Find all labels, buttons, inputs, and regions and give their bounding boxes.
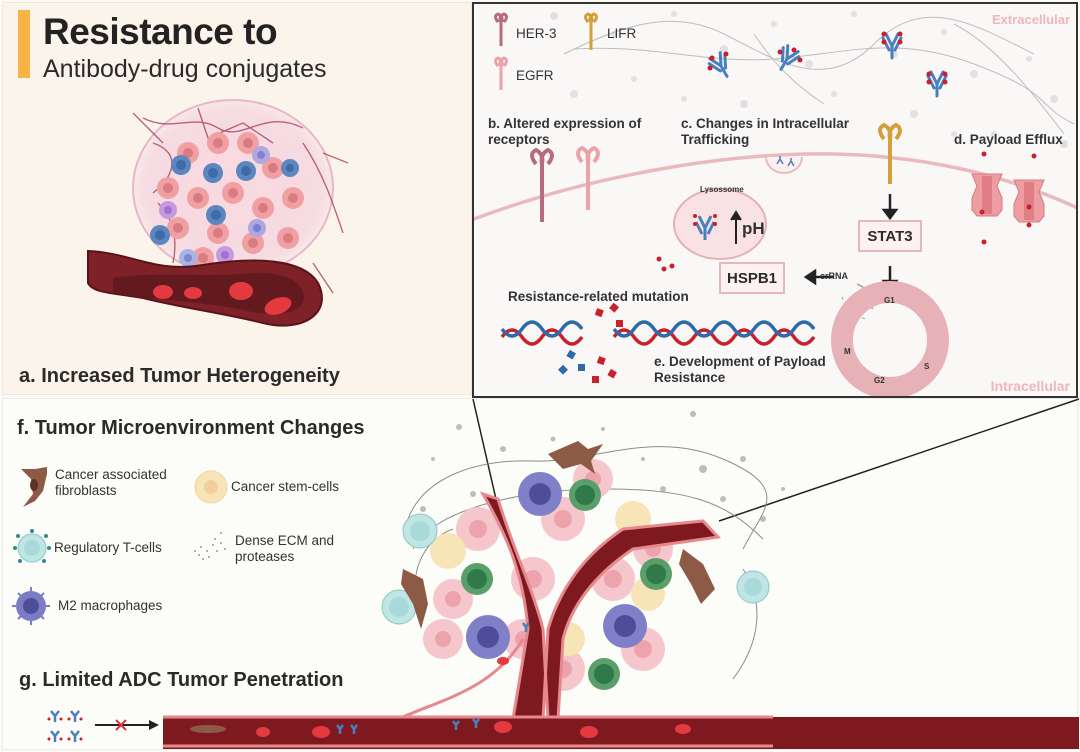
ph-label: pH bbox=[742, 219, 765, 238]
stat3-box: STAT3 bbox=[858, 220, 922, 252]
tme-ecm-particles bbox=[420, 411, 785, 522]
legend-ecm-line1: Dense ECM and bbox=[235, 533, 335, 548]
her3-receptor bbox=[530, 147, 554, 222]
inset-background-art bbox=[474, 11, 1076, 396]
panel-g-label: g. Limited ADC Tumor Penetration bbox=[19, 669, 344, 691]
panel-b-label: b. Altered expression of receptors bbox=[488, 116, 641, 148]
fibroblast-legend-icon bbox=[21, 467, 47, 507]
macrophage-legend-icon bbox=[12, 587, 50, 625]
tme-green-cells bbox=[461, 479, 672, 690]
endocytic-vesicle bbox=[765, 156, 803, 174]
panel-c-label-line1: c. Changes in Intracellular bbox=[681, 116, 850, 131]
legend-caf: Cancer associated fibroblasts bbox=[55, 467, 167, 498]
lifr-legend-icon bbox=[584, 12, 598, 50]
tme-legend-icons bbox=[12, 467, 228, 625]
ecm-legend-icon bbox=[194, 532, 226, 560]
panel-d-label: d. Payload Efflux bbox=[954, 132, 1063, 147]
dna-strands bbox=[500, 320, 816, 346]
crrna-label: crRNA bbox=[820, 271, 849, 281]
panel-c-label-line2: Trafficking bbox=[681, 132, 750, 148]
tme-t-cells bbox=[381, 513, 770, 625]
efflux-pump-2 bbox=[1013, 179, 1045, 223]
cell-cycle-ring bbox=[831, 281, 949, 396]
panel-b-label-line1: b. Altered expression of bbox=[488, 116, 642, 131]
legend-ecm: Dense ECM and proteases bbox=[235, 533, 334, 564]
tme-red-blood-cells bbox=[256, 657, 691, 738]
panel-e-label-line2: Resistance bbox=[654, 370, 726, 386]
panel-f-label: f. Tumor Microenvironment Changes bbox=[17, 417, 365, 439]
red-blood-cells bbox=[153, 282, 292, 315]
efflux-pump-1 bbox=[971, 173, 1003, 217]
tme-vessel-fibroblast bbox=[190, 725, 226, 733]
panel-e-label-line1: e. Development of Payload bbox=[654, 354, 826, 369]
lysosome-adc bbox=[694, 215, 716, 240]
cell-cycle-s: S bbox=[924, 362, 930, 371]
panel-a-tumor-heterogeneity: Resistance to Antibody-drug conjugates bbox=[2, 2, 472, 395]
tumor-illustration bbox=[87, 99, 349, 327]
mutated-bases bbox=[558, 302, 623, 383]
cellular-mechanisms-inset: HER-3 LIFR EGFR Extracellular Intracellu… bbox=[472, 2, 1078, 398]
tme-blood-vessels bbox=[163, 491, 1079, 749]
legend-caf-line1: Cancer associated bbox=[55, 467, 167, 482]
tme-illustration bbox=[47, 398, 1080, 749]
panel-b-label-line2: receptors bbox=[488, 132, 550, 148]
legend-lifr: LIFR bbox=[607, 26, 637, 41]
legend-caf-line2: fibroblasts bbox=[55, 482, 117, 498]
figure-title: Resistance to bbox=[43, 11, 278, 52]
cell-cycle-g2: G2 bbox=[874, 376, 885, 385]
panel-c-label: c. Changes in Intracellular Trafficking bbox=[681, 116, 849, 148]
legend-macrophages: M2 macrophages bbox=[58, 598, 163, 613]
extracellular-label: Extracellular bbox=[991, 12, 1070, 27]
panel-e-label: e. Development of Payload Resistance bbox=[654, 354, 826, 386]
lysosome-label: Lysossome bbox=[700, 185, 744, 194]
tme-vessel-adcs bbox=[336, 622, 530, 734]
adc-antibodies bbox=[707, 32, 948, 98]
legend-treg: Regulatory T-cells bbox=[54, 540, 162, 555]
egfr-legend-icon bbox=[494, 56, 508, 90]
legend-ecm-line2: proteases bbox=[235, 548, 295, 564]
panel-f-tumor-microenvironment: f. Tumor Microenvironment Changes Cancer… bbox=[2, 398, 1080, 750]
egfr-receptor bbox=[576, 145, 600, 210]
blocked-adc-group bbox=[50, 710, 80, 742]
her3-legend-icon bbox=[494, 12, 508, 46]
legend-her3: HER-3 bbox=[516, 26, 557, 41]
lifr-receptor bbox=[878, 122, 902, 184]
title-accent-bar bbox=[18, 10, 30, 78]
ph-up-arrow-icon bbox=[730, 210, 742, 244]
intracellular-label: Intracellular bbox=[990, 378, 1070, 394]
blocked-x-icon bbox=[115, 719, 127, 731]
tme-macrophages bbox=[466, 472, 647, 659]
legend-stem-cells: Cancer stem-cells bbox=[231, 479, 340, 494]
panel-a-label: a. Increased Tumor Heterogeneity bbox=[19, 365, 340, 387]
lysosome bbox=[673, 188, 767, 260]
ecm-fibers bbox=[563, 16, 1075, 135]
mutation-label: Resistance-related mutation bbox=[508, 289, 689, 304]
free-payload bbox=[656, 256, 675, 272]
inset-connector-right bbox=[718, 398, 1080, 522]
hspb1-box: HSPB1 bbox=[719, 262, 785, 294]
cell-cycle-m: M bbox=[844, 347, 851, 356]
cell-cycle-g1: G1 bbox=[884, 296, 895, 305]
figure-subtitle: Antibody-drug conjugates bbox=[43, 55, 327, 83]
treg-legend-icon bbox=[13, 529, 51, 563]
stem-cell-legend-icon bbox=[194, 470, 228, 504]
legend-egfr: EGFR bbox=[516, 68, 554, 83]
tumor-cells bbox=[150, 132, 304, 269]
adc-payloads bbox=[707, 31, 948, 85]
